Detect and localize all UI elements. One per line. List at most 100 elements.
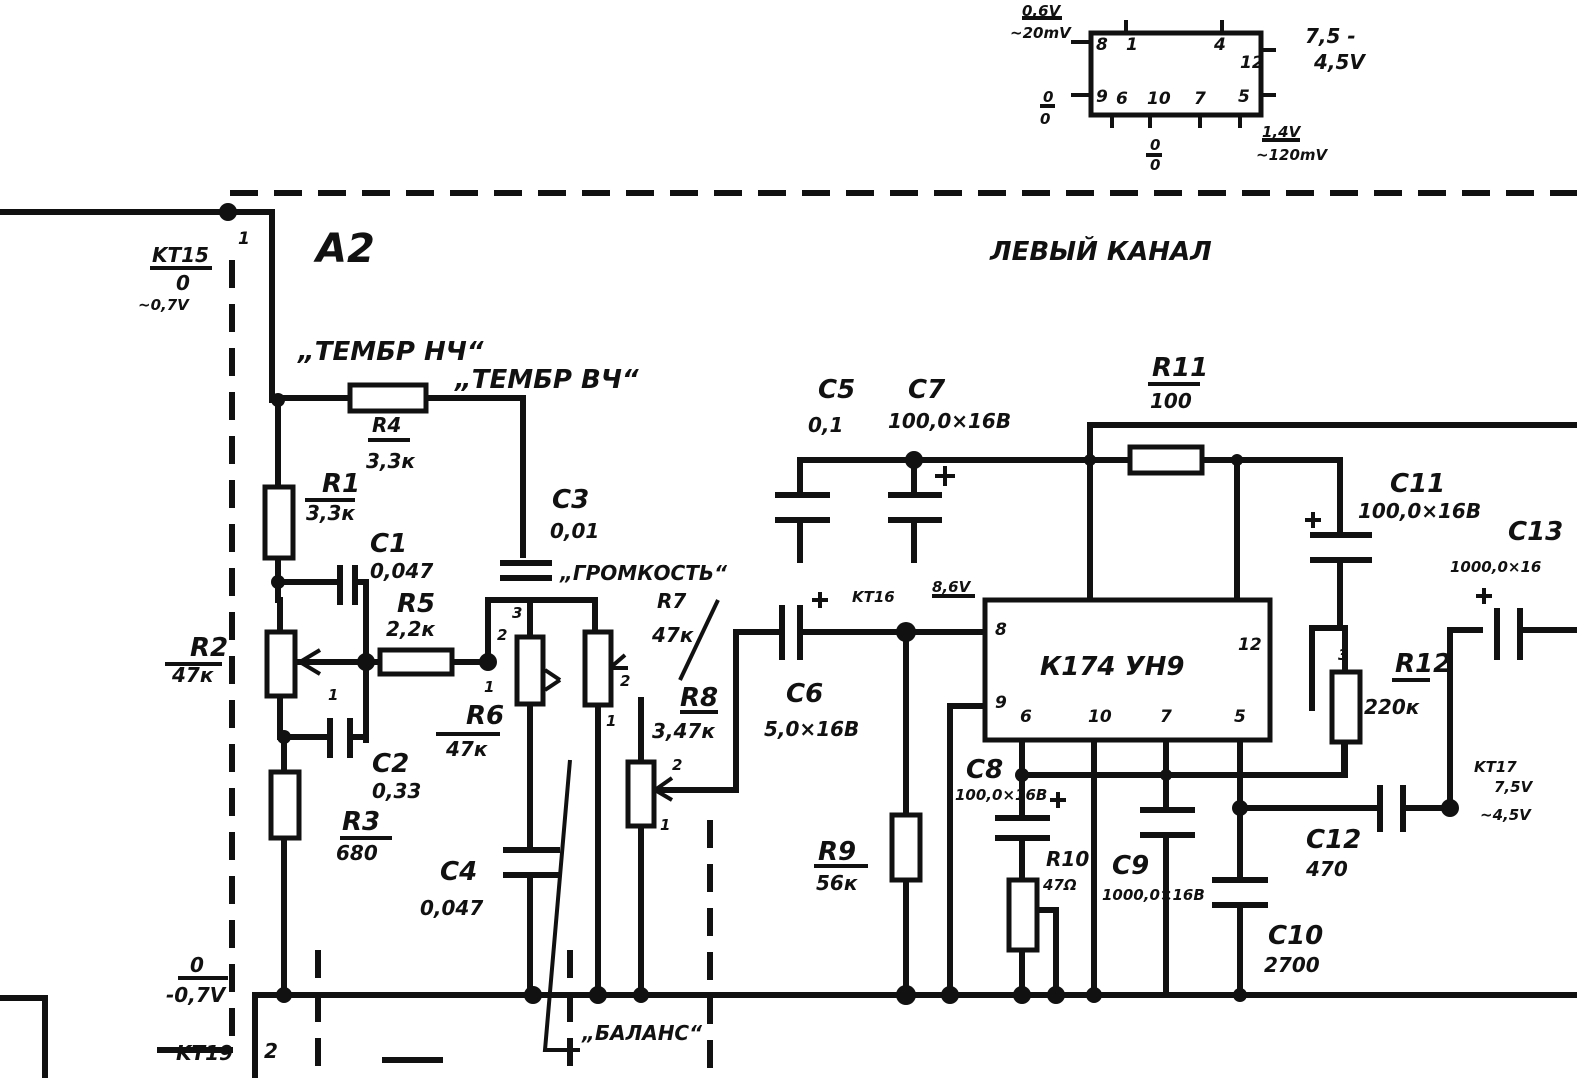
r7-pin-2: 2	[620, 672, 630, 690]
top-ic-voltage-bottom: 0	[1150, 136, 1160, 154]
label-c9-value: 1000,0×16В	[1102, 886, 1205, 904]
label-c10-value: 2700	[1264, 953, 1320, 977]
top-ic: 8 1 4 12 9 6 10 7 5 0,6V ~20mV 0 0 7,5 -…	[1010, 2, 1366, 174]
node-numbers: 1 2 1 2 1 2 1 2 3 1 3	[238, 229, 1348, 1063]
label-r7-name: R7	[657, 589, 686, 613]
label-r6-value: 47к	[445, 737, 488, 761]
top-ic-voltage-pin5: 1,4V	[1262, 123, 1302, 141]
label-c7-name: C7	[908, 375, 946, 405]
r8-pin-2: 2	[672, 756, 682, 774]
label-c10-name: C10	[1268, 921, 1323, 951]
resistor-r5	[377, 647, 455, 677]
label-r5-value: 2,2к	[386, 617, 435, 641]
wires	[0, 209, 1577, 1078]
capacitor-c12	[1377, 785, 1406, 832]
capacitor-c8	[995, 815, 1050, 841]
label-r2-value: 47к	[171, 663, 214, 687]
label-bass-control: „ТЕМБР НЧ“	[297, 337, 484, 367]
r7-pin-1: 1	[606, 712, 616, 730]
label-c6-name: C6	[786, 679, 823, 709]
label-treble-control: „ТЕМБР ВЧ“	[454, 365, 639, 395]
label-r9-name: R9	[818, 837, 856, 867]
top-ic-voltage-pin12-ac: 4,5V	[1313, 50, 1366, 74]
label-kt17-ac: ~4,5V	[1480, 806, 1532, 824]
ic-pin-8: 8	[995, 620, 1007, 640]
component-labels: R1 3,3к R2 47к R3 680 R4 3,3к R5 2,2к R6…	[171, 353, 1563, 977]
capacitor-c9	[1140, 807, 1195, 838]
label-c11-value: 100,0×16В	[1358, 499, 1481, 523]
ic-pin-10: 10	[1088, 707, 1112, 727]
label-r4-name: R4	[372, 413, 401, 437]
label-kt16-dc: 8,6V	[932, 578, 972, 596]
label-balance-control: „БАЛАНС“	[581, 1021, 703, 1045]
label-c12-name: C12	[1306, 825, 1361, 855]
label-underlines	[150, 16, 1430, 980]
top-ic-voltage-pin12: 7,5 -	[1305, 24, 1356, 48]
ic-pin-9: 9	[995, 693, 1007, 713]
resistor-r9	[889, 812, 923, 883]
label-c11-name: C11	[1390, 469, 1445, 499]
label-c6-value: 5,0×16В	[764, 717, 859, 741]
label-c12-value: 470	[1305, 857, 1348, 881]
ic-name: К174 УН9	[1040, 652, 1184, 682]
label-r3-name: R3	[342, 807, 380, 837]
label-c13-value: 1000,0×16	[1450, 558, 1541, 576]
ic-pin-6: 6	[1020, 707, 1032, 727]
capacitor-c13	[1494, 608, 1523, 660]
top-ic-pin-9: 9	[1096, 87, 1108, 107]
label-kt15-dc: 0	[176, 271, 190, 295]
r8-pin-1: 1	[660, 816, 670, 834]
label-r12-name: R12	[1395, 649, 1451, 679]
resistor-r7	[582, 629, 614, 708]
label-r12-value: 220к	[1364, 695, 1420, 719]
label-r11-name: R11	[1152, 353, 1208, 383]
block-title: ЛЕВЫЙ КАНАЛ	[989, 235, 1212, 267]
label-kt15: KT15	[152, 243, 209, 267]
label-r3-value: 680	[336, 841, 378, 865]
label-c1-name: C1	[370, 529, 407, 559]
label-kt19-dc: 0	[190, 953, 204, 977]
label-c5-name: C5	[818, 375, 855, 405]
ic-pin-5: 5	[1234, 707, 1246, 727]
label-r8-name: R8	[680, 683, 718, 713]
label-r10-name: R10	[1046, 847, 1089, 871]
top-ic-pin-10: 10	[1147, 89, 1171, 109]
label-r11-value: 100	[1150, 389, 1192, 413]
junctions	[219, 203, 1459, 1005]
capacitor-c3	[500, 560, 552, 581]
ic-body	[982, 597, 1273, 743]
label-c3-value: 0,01	[550, 519, 599, 543]
capacitor-c4	[503, 847, 560, 878]
label-r8-value: 3,47к	[652, 719, 715, 743]
potentiometer-wipers	[298, 599, 720, 1052]
capacitors	[327, 466, 1523, 908]
label-c13-name: C13	[1508, 517, 1563, 547]
resistor-r3	[268, 769, 302, 841]
top-ic-voltage-pin5-ac: ~120mV	[1256, 146, 1329, 164]
test-point-labels: KT15 0 ~0,7V KT16 8,6V KT17 7,5V ~4,5V 0…	[138, 243, 1534, 1065]
top-ic-pin-1: 1	[1126, 35, 1138, 55]
capacitor-c2	[327, 718, 353, 758]
label-volume-control: „ГРОМКОСТЬ“	[559, 561, 728, 585]
ic-pin-12: 12	[1238, 635, 1262, 655]
resistor-r2	[264, 629, 298, 699]
top-ic-pin-7: 7	[1194, 89, 1206, 109]
main-ic: К174 УН9 8 12 9 6 10 7 5	[982, 597, 1273, 743]
ic-pin-7: 7	[1160, 707, 1172, 727]
label-c9-name: C9	[1112, 851, 1149, 881]
top-ic-body	[1088, 30, 1264, 118]
label-r7-value: 47к	[651, 623, 694, 647]
label-r4-value: 3,3к	[366, 449, 415, 473]
label-r9-value: 56к	[816, 871, 858, 895]
resistor-r12	[1329, 669, 1363, 745]
top-ic-pin-5: 5	[1238, 87, 1250, 107]
label-c5-value: 0,1	[808, 413, 843, 437]
label-c2-value: 0,33	[372, 779, 421, 803]
capacitor-c5	[775, 492, 830, 523]
label-r5-name: R5	[397, 589, 435, 619]
top-ic-pin-6: 6	[1116, 89, 1128, 109]
top-ic-voltage-pin9-ac: 0	[1040, 110, 1050, 128]
label-c2-name: C2	[372, 749, 409, 779]
resistor-r8	[625, 759, 657, 829]
label-c4-value: 0,047	[420, 896, 483, 920]
